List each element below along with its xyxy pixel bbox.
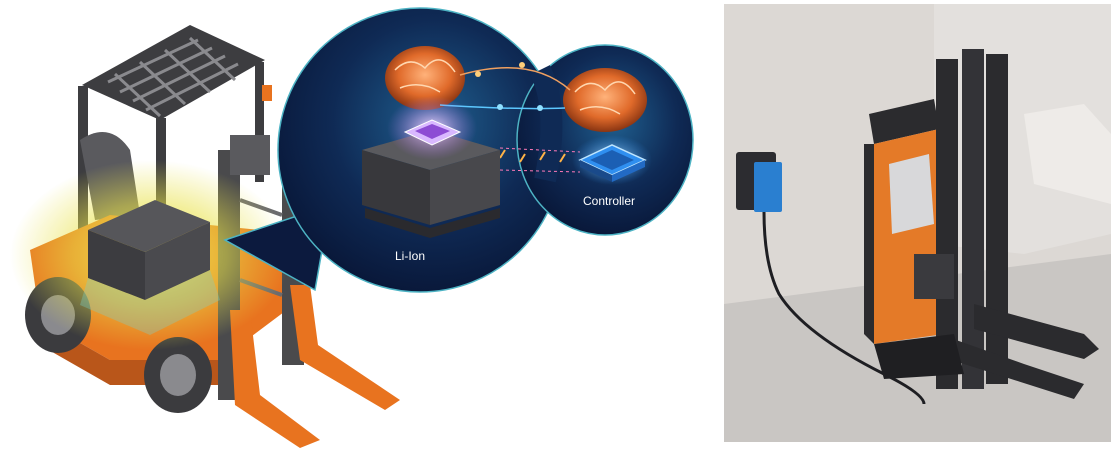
brain-icon: [385, 46, 465, 110]
reach-truck-icon: [864, 49, 1099, 399]
wall-charger-icon: [736, 152, 926, 405]
brain-icon: [563, 68, 647, 132]
forklift-illustration: [10, 7, 694, 448]
controller-label: Controller: [583, 194, 636, 208]
reach-truck-photo: [724, 4, 1111, 442]
chip-icon: [403, 119, 462, 146]
battery-icon: [80, 200, 220, 335]
controller-chip-icon: [578, 144, 647, 182]
liion-label: Li-Ion: [395, 249, 426, 263]
